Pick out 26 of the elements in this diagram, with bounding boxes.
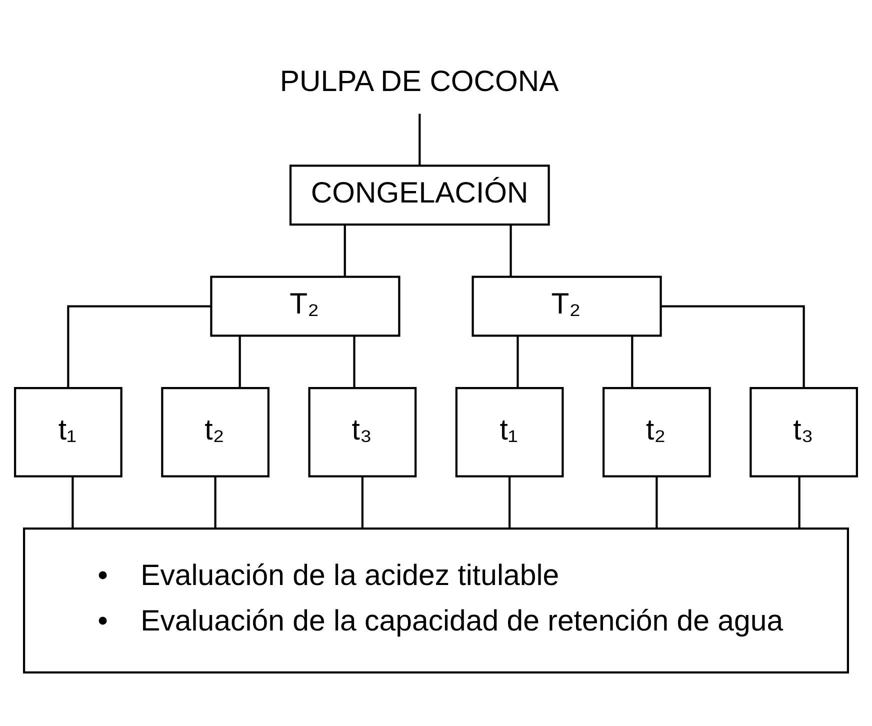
node-text: PULPA DE COCONA (280, 64, 559, 98)
node-box: t₂ (161, 386, 270, 477)
connector (72, 476, 74, 528)
connector (214, 476, 216, 528)
connector (656, 476, 658, 528)
connector (631, 336, 634, 388)
node-box: t₃ (750, 386, 858, 477)
connector (510, 224, 512, 276)
connector (516, 336, 519, 388)
node-box: CONGELACIÓN (289, 164, 550, 226)
connector (798, 476, 800, 528)
connector (508, 476, 511, 528)
node-box: • Evaluación de la acidez titulable • Evaluación de la capacidad de retención de agua (22, 527, 850, 674)
connector (418, 113, 421, 165)
node-box: T₂ (210, 275, 400, 336)
connector (344, 224, 346, 276)
node-box: T₂ (472, 275, 662, 336)
node-box: t₁ (455, 386, 564, 477)
connector (661, 304, 805, 387)
node-box: t₃ (308, 386, 417, 477)
connector (361, 476, 364, 528)
connector (353, 336, 356, 388)
node-box: t₁ (14, 386, 122, 477)
node-box: t₂ (602, 386, 711, 477)
connector (67, 304, 211, 387)
connector (238, 336, 241, 388)
